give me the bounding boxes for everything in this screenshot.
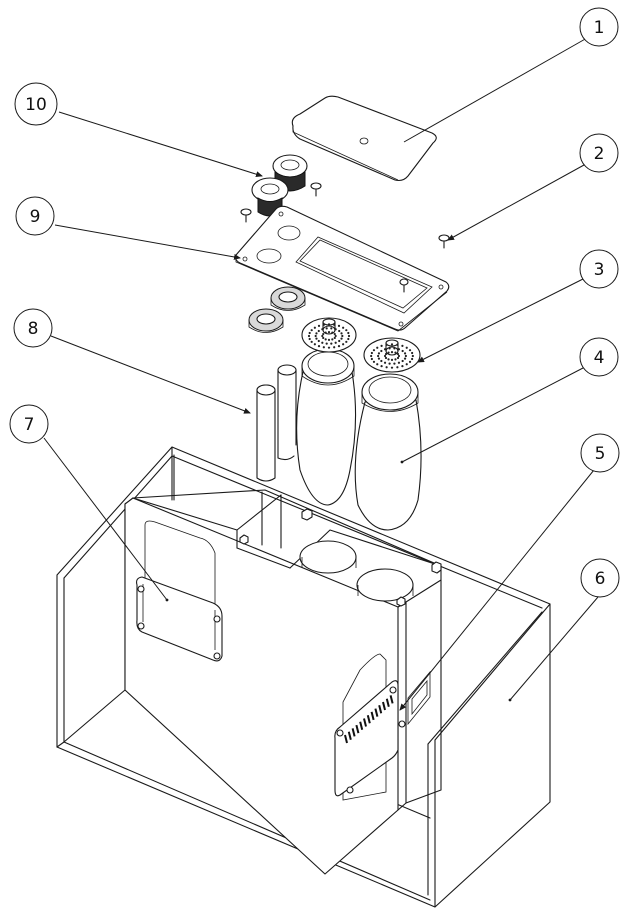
part-top-plate [234, 205, 450, 332]
part-bulkhead-fittings [240, 154, 322, 223]
leader-lines [43, 37, 599, 711]
svg-text:4: 4 [594, 348, 605, 368]
part-screw [438, 234, 450, 249]
callout-6: 6 [580, 558, 620, 598]
svg-text:10: 10 [25, 95, 47, 115]
overflow-comb [344, 695, 394, 744]
callout-2: 2 [579, 133, 619, 173]
small-screw [240, 208, 252, 223]
part-strainer-screens [301, 317, 421, 373]
part-nuts [248, 286, 306, 333]
svg-text:8: 8 [28, 319, 39, 339]
svg-text:6: 6 [595, 569, 606, 589]
svg-text:1: 1 [594, 18, 605, 38]
part-lid [291, 95, 437, 182]
callout-9: 9 [15, 196, 55, 236]
svg-text:2: 2 [594, 144, 605, 164]
svg-text:5: 5 [595, 444, 606, 464]
callout-3: 3 [579, 249, 619, 289]
part-tank [56, 446, 551, 908]
callout-8: 8 [13, 308, 53, 348]
svg-text:7: 7 [24, 415, 35, 435]
callout-4: 4 [579, 337, 619, 377]
part-pipes [256, 364, 297, 482]
svg-text:9: 9 [30, 207, 41, 227]
tank-bolts [239, 508, 442, 607]
callout-1: 1 [579, 7, 619, 47]
svg-text:3: 3 [594, 260, 605, 280]
callout-5: 5 [580, 433, 620, 473]
callout-7: 7 [9, 404, 49, 444]
callout-10: 10 [14, 82, 58, 126]
part-filter-socks [296, 348, 422, 531]
small-screw [310, 182, 322, 197]
